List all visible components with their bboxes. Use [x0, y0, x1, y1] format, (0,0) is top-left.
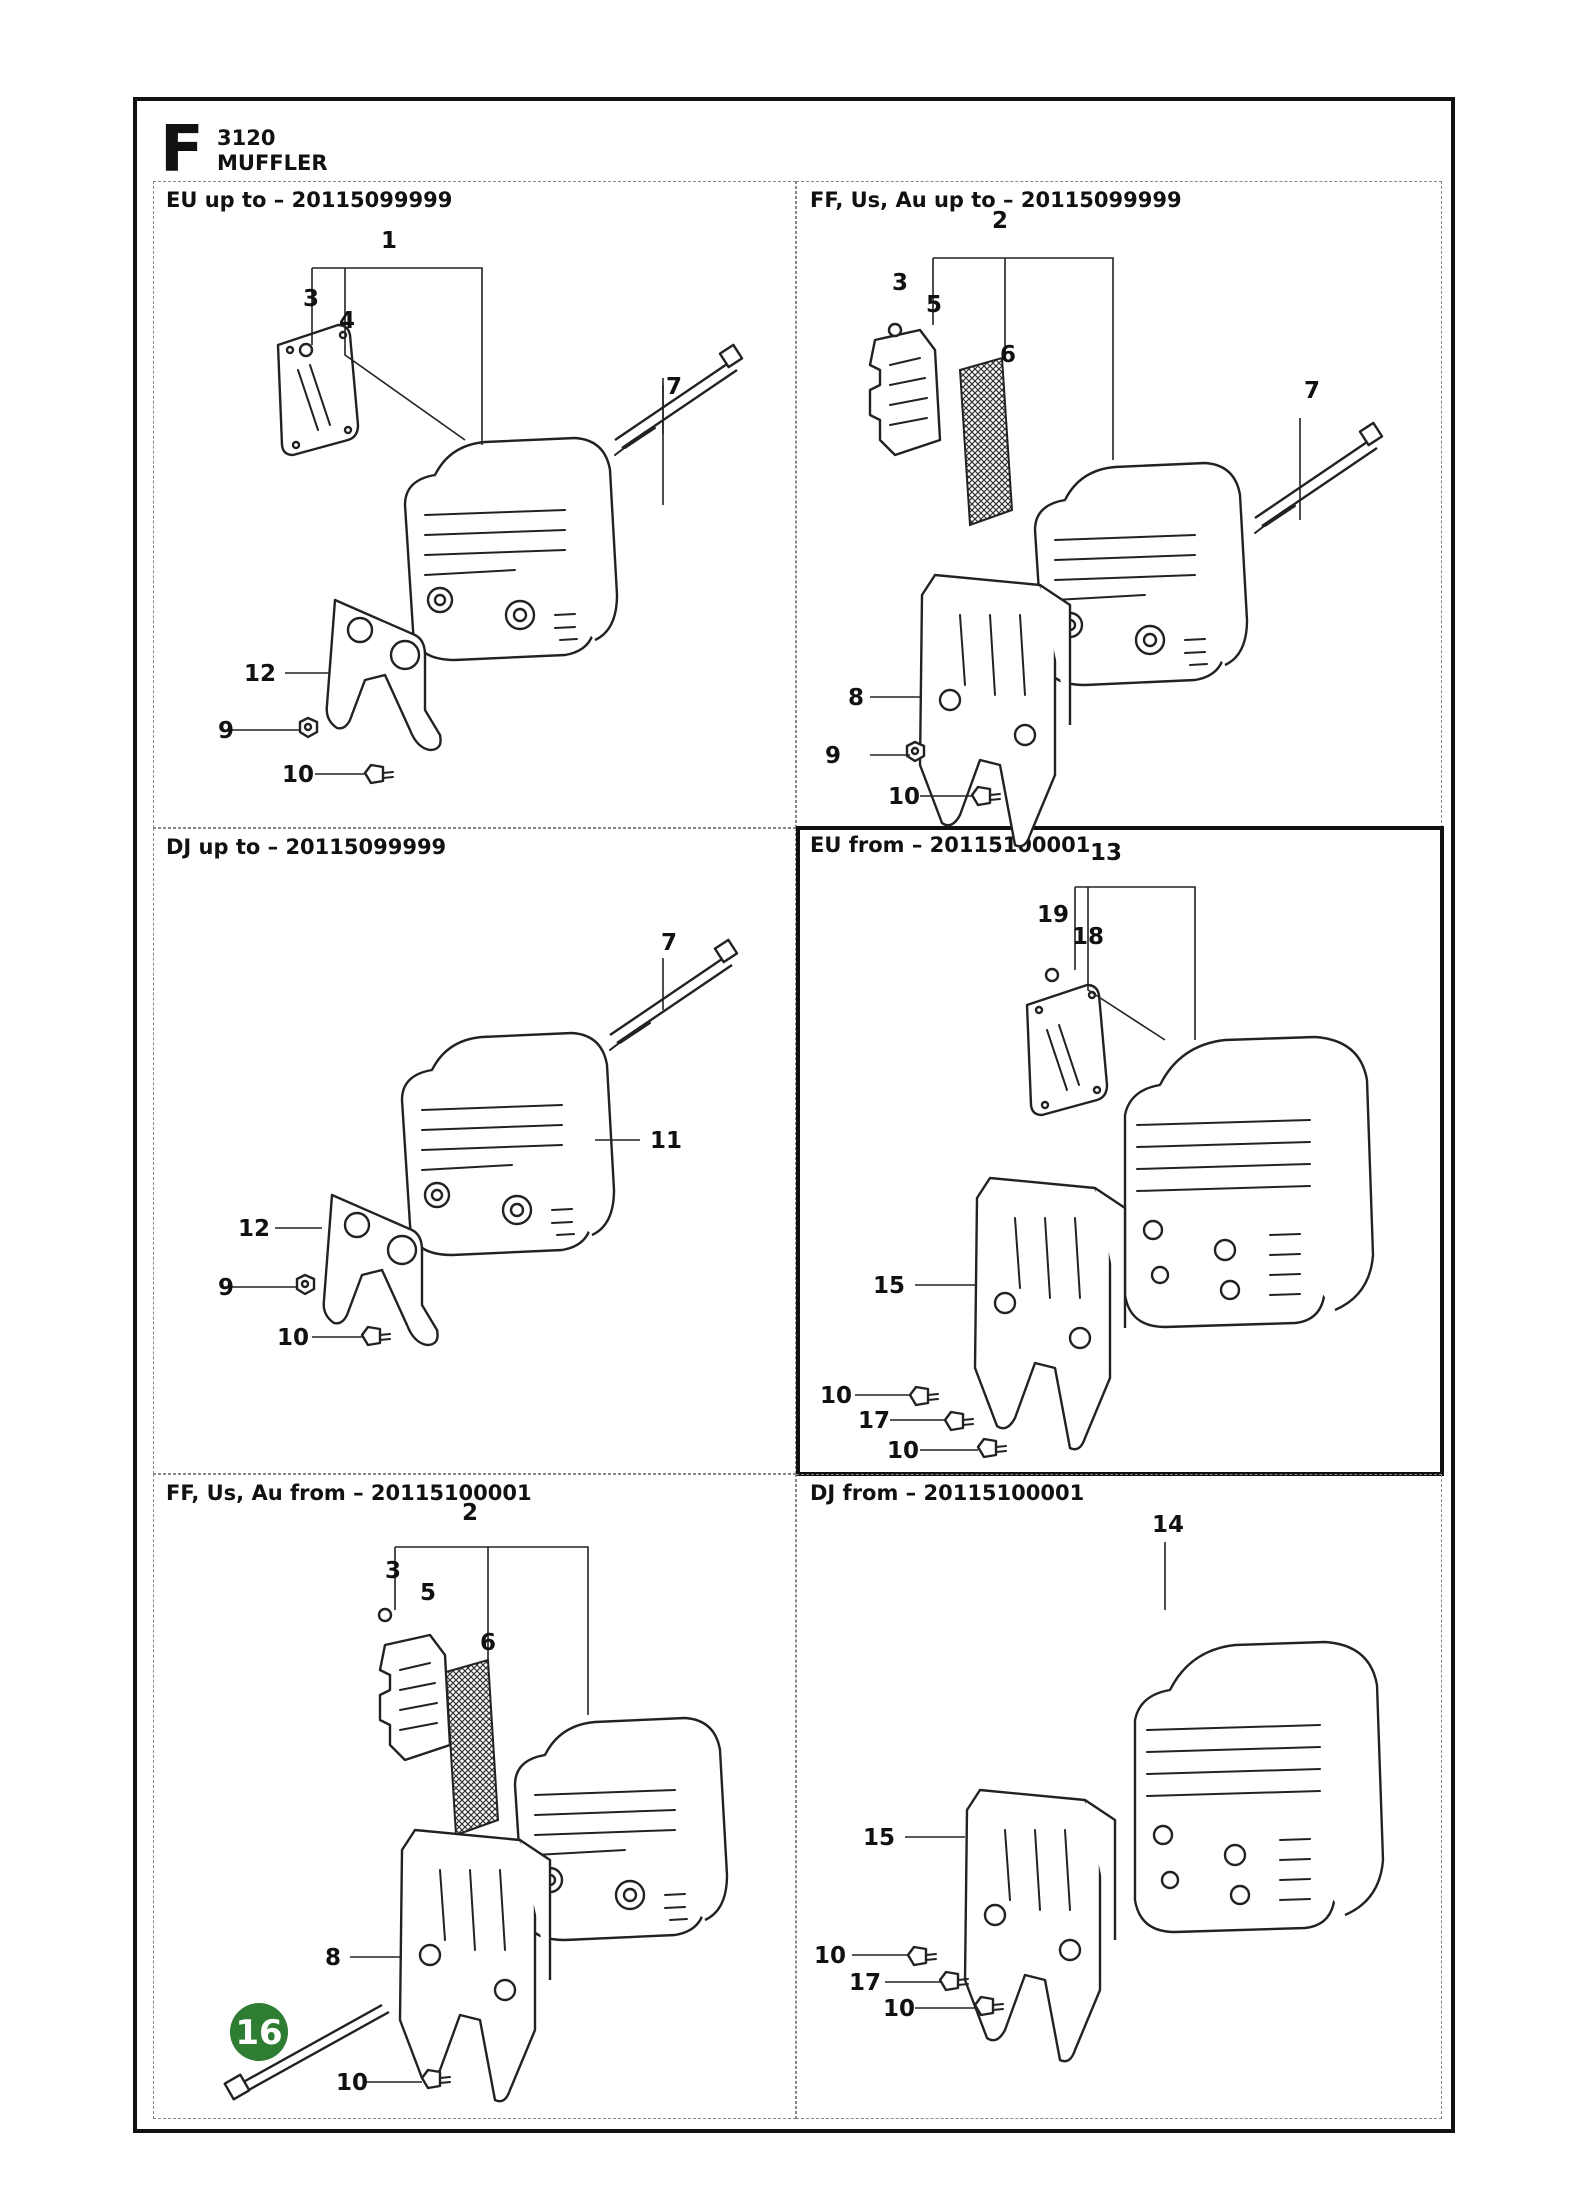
- callout-3: 3: [303, 286, 319, 312]
- callout-17: 17: [849, 1970, 881, 1996]
- cell-ff-us-au-from: [153, 1474, 796, 2119]
- cell-dj-up-to: [153, 828, 796, 1474]
- diagram-eu-up-to: 1 3 4 7 12 9 10: [218, 228, 744, 788]
- callout-1: 1: [381, 228, 397, 254]
- cell-label-ff-us-au-from: FF, Us, Au from – 20115100001: [166, 1481, 532, 1505]
- cell-label-dj-from: DJ from – 20115100001: [810, 1481, 1085, 1505]
- diagram-eu-from: 13 19 18 15 10 17 10: [820, 840, 1375, 1464]
- callout-10: 10: [888, 784, 920, 810]
- diagram-dj-from: 14 15 10 17 10: [814, 1512, 1385, 2063]
- section-number: 3120: [217, 126, 276, 150]
- callout-12: 12: [244, 661, 276, 687]
- cell-dj-from: [796, 1474, 1442, 2119]
- callout-9: 9: [825, 743, 841, 769]
- callout-18: 18: [1072, 924, 1104, 950]
- cell-label-eu-from: EU from – 20115100001: [810, 833, 1091, 857]
- diagram-ff-us-au-from: 2 3 5 6 8 10: [223, 1500, 729, 2103]
- callout-7: 7: [666, 374, 682, 400]
- callout-6: 6: [1000, 342, 1016, 368]
- page-frame: [133, 97, 1455, 2133]
- callout-7: 7: [1304, 378, 1320, 404]
- diagram-dj-up-to: 7 11 12 9 10: [218, 930, 739, 1351]
- callout-10: 10: [814, 1943, 846, 1969]
- callout-4: 4: [339, 308, 355, 334]
- badge-16: 16: [230, 2003, 288, 2061]
- callout-10: 10: [336, 2070, 368, 2096]
- callout-7: 7: [661, 930, 677, 956]
- callout-9: 9: [218, 1275, 234, 1301]
- callout-15: 15: [863, 1825, 895, 1851]
- cell-label-dj-up-to: DJ up to – 20115099999: [166, 835, 447, 859]
- section-letter: F: [160, 113, 204, 187]
- callout-8: 8: [325, 1945, 341, 1971]
- callout-2: 2: [462, 1500, 478, 1526]
- callout-17: 17: [858, 1408, 890, 1434]
- callout-2: 2: [992, 208, 1008, 234]
- callout-19: 19: [1037, 902, 1069, 928]
- cell-eu-up-to: [153, 181, 796, 828]
- callout-6: 6: [480, 1630, 496, 1656]
- callout-10: 10: [887, 1438, 919, 1464]
- callout-5: 5: [420, 1580, 436, 1606]
- callout-5: 5: [926, 292, 942, 318]
- callout-8: 8: [848, 685, 864, 711]
- cell-label-eu-up-to: EU up to – 20115099999: [166, 188, 453, 212]
- callout-13: 13: [1090, 840, 1122, 866]
- callout-3: 3: [385, 1558, 401, 1584]
- callout-15: 15: [873, 1273, 905, 1299]
- diagram-ff-us-au-up-to: 2 3 5 6 7 8 9 10: [825, 208, 1384, 848]
- callout-10: 10: [820, 1383, 852, 1409]
- section-title: MUFFLER: [217, 151, 328, 175]
- callout-9: 9: [218, 718, 234, 744]
- callout-11: 11: [650, 1128, 682, 1154]
- callout-10: 10: [277, 1325, 309, 1351]
- callout-10: 10: [883, 1996, 915, 2022]
- callout-3: 3: [892, 270, 908, 296]
- badge-label: 16: [235, 2013, 282, 2053]
- callout-14: 14: [1152, 1512, 1184, 1538]
- callout-10: 10: [282, 762, 314, 788]
- cell-label-ff-us-au-up-to: FF, Us, Au up to – 20115099999: [810, 188, 1182, 212]
- callout-12: 12: [238, 1216, 270, 1242]
